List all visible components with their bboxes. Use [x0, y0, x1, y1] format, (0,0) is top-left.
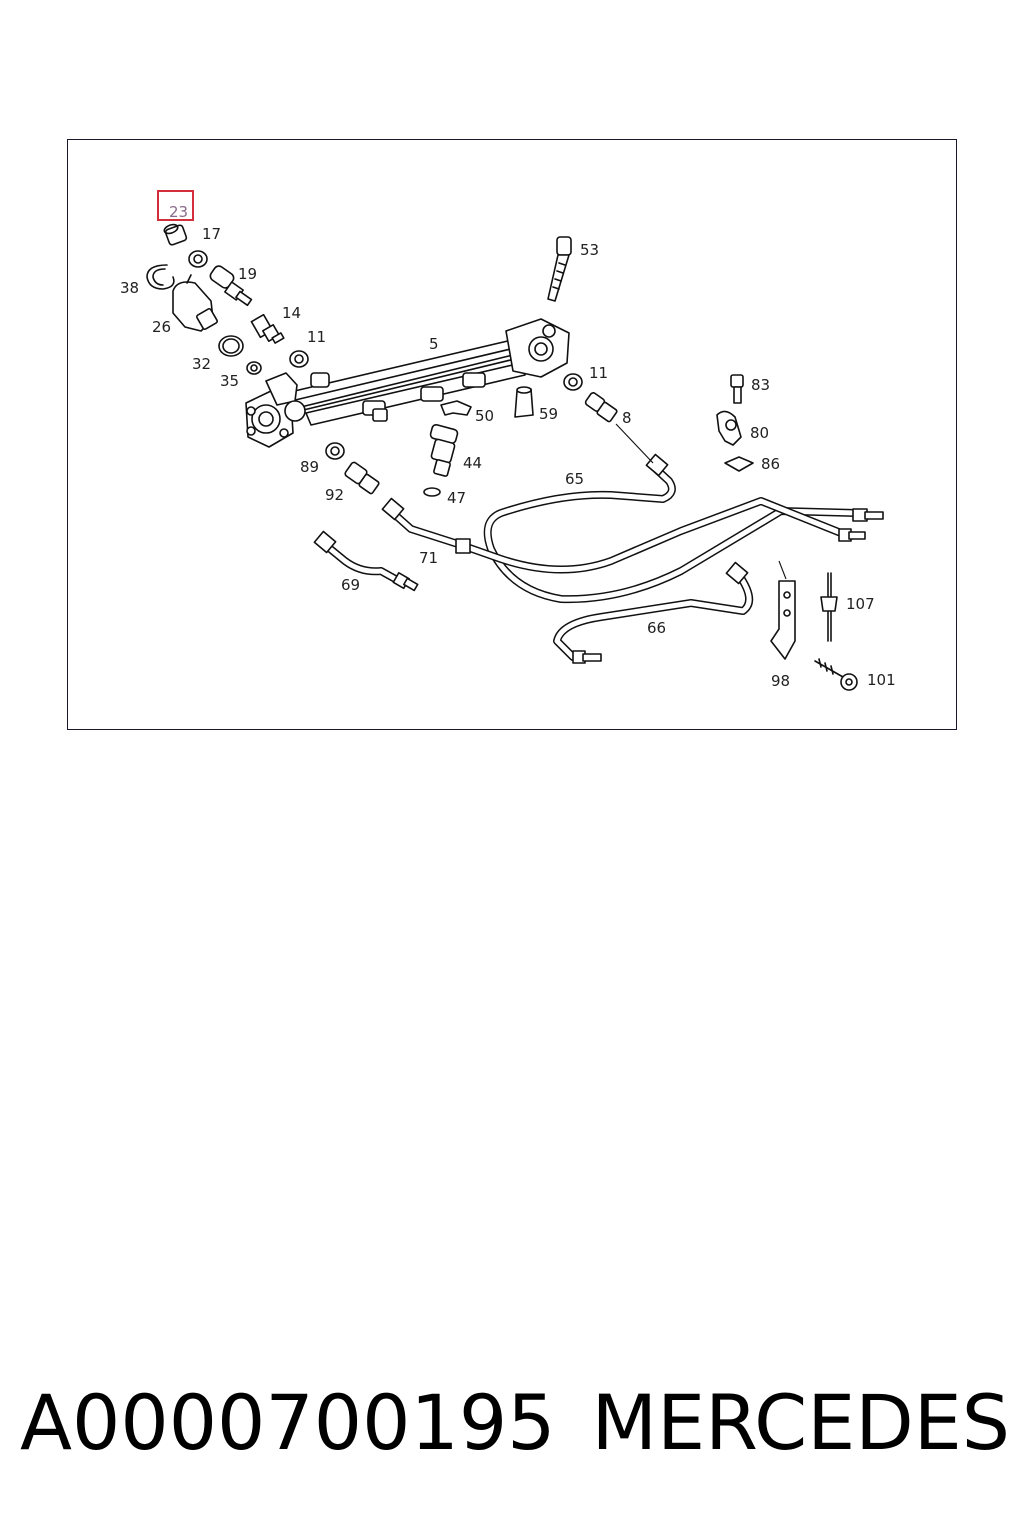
- circlip-part-38[interactable]: [146, 264, 175, 290]
- fuel-rail[interactable]: [245, 318, 570, 448]
- sensor-part-19[interactable]: [208, 264, 253, 307]
- fuel-line-65[interactable]: [483, 465, 860, 604]
- callout-92[interactable]: 92: [325, 486, 344, 504]
- o-ring-part-32[interactable]: [218, 335, 244, 357]
- callout-38[interactable]: 38: [120, 279, 139, 297]
- callout-11-left[interactable]: 11: [307, 328, 326, 346]
- callout-26[interactable]: 26: [152, 318, 171, 336]
- seal-ring-part-17[interactable]: [188, 250, 208, 268]
- pipe-fittings: [313, 453, 884, 664]
- callout-98[interactable]: 98: [771, 672, 790, 690]
- fuel-rail-exploded-diagram: 23 17 19 38 26 14 11 32 35 5 53 11 8 59 …: [120, 190, 896, 691]
- valve-body-part-26[interactable]: [172, 274, 218, 332]
- bracket-part-98[interactable]: [770, 580, 796, 660]
- callout-5[interactable]: 5: [429, 335, 439, 353]
- fitting-part-92[interactable]: [344, 461, 380, 495]
- clamp-part-80[interactable]: [716, 410, 742, 446]
- o-ring-part-47[interactable]: [423, 487, 441, 497]
- parts-diagram-frame: 23 17 19 38 26 14 11 32 35 5 53 11 8 59 …: [67, 139, 957, 730]
- fitting-part-14[interactable]: [250, 313, 285, 344]
- callout-17[interactable]: 17: [202, 225, 221, 243]
- callout-66[interactable]: 66: [647, 619, 666, 637]
- clip-part-50[interactable]: [440, 400, 472, 416]
- highlight-box: [157, 190, 194, 221]
- callout-11-right[interactable]: 11: [589, 364, 608, 382]
- callout-80[interactable]: 80: [750, 424, 769, 442]
- fuel-line-66[interactable]: [553, 571, 753, 661]
- seal-ring-part-11-right[interactable]: [563, 373, 583, 391]
- injector-part-44[interactable]: [429, 423, 459, 477]
- cable-tie-part-107[interactable]: [820, 572, 838, 642]
- nut-part-86[interactable]: [724, 456, 754, 472]
- callout-35[interactable]: 35: [220, 372, 239, 390]
- seal-ring-part-11-left[interactable]: [289, 350, 309, 368]
- fuel-line-71[interactable]: [389, 497, 845, 574]
- callout-47[interactable]: 47: [447, 489, 466, 507]
- callout-107[interactable]: 107: [846, 595, 875, 613]
- leader-lines: [615, 423, 787, 580]
- callout-86[interactable]: 86: [761, 455, 780, 473]
- callout-44[interactable]: 44: [463, 454, 482, 472]
- fitting-part-8[interactable]: [584, 392, 618, 423]
- callout-83[interactable]: 83: [751, 376, 770, 394]
- sleeve-part-23[interactable]: [163, 223, 188, 246]
- callout-89[interactable]: 89: [300, 458, 319, 476]
- part-number: A0000700195: [20, 1377, 556, 1467]
- callout-19[interactable]: 19: [238, 265, 257, 283]
- spacer-part-59[interactable]: [514, 386, 534, 418]
- part-caption: A0000700195 MERCEDES: [20, 1372, 1010, 1472]
- callout-65[interactable]: 65: [565, 470, 584, 488]
- screw-part-101[interactable]: [814, 658, 858, 691]
- callout-53[interactable]: 53: [580, 241, 599, 259]
- callout-71[interactable]: 71: [419, 549, 438, 567]
- callout-labels: 23 17 19 38 26 14 11 32 35 5 53 11 8 59 …: [120, 203, 896, 690]
- callout-14[interactable]: 14: [282, 304, 301, 322]
- callout-23[interactable]: 23: [169, 203, 188, 221]
- fuel-line-69[interactable]: [319, 539, 403, 585]
- seal-ring-part-89[interactable]: [325, 442, 345, 460]
- callout-8[interactable]: 8: [622, 409, 632, 427]
- bolt-part-53[interactable]: [547, 236, 572, 302]
- callout-50[interactable]: 50: [475, 407, 494, 425]
- callout-69[interactable]: 69: [341, 576, 360, 594]
- callout-101[interactable]: 101: [867, 671, 896, 689]
- bolt-part-83[interactable]: [730, 374, 744, 404]
- callout-59[interactable]: 59: [539, 405, 558, 423]
- washer-part-35[interactable]: [246, 361, 262, 375]
- callout-32[interactable]: 32: [192, 355, 211, 373]
- brand-name: MERCEDES: [591, 1377, 1010, 1467]
